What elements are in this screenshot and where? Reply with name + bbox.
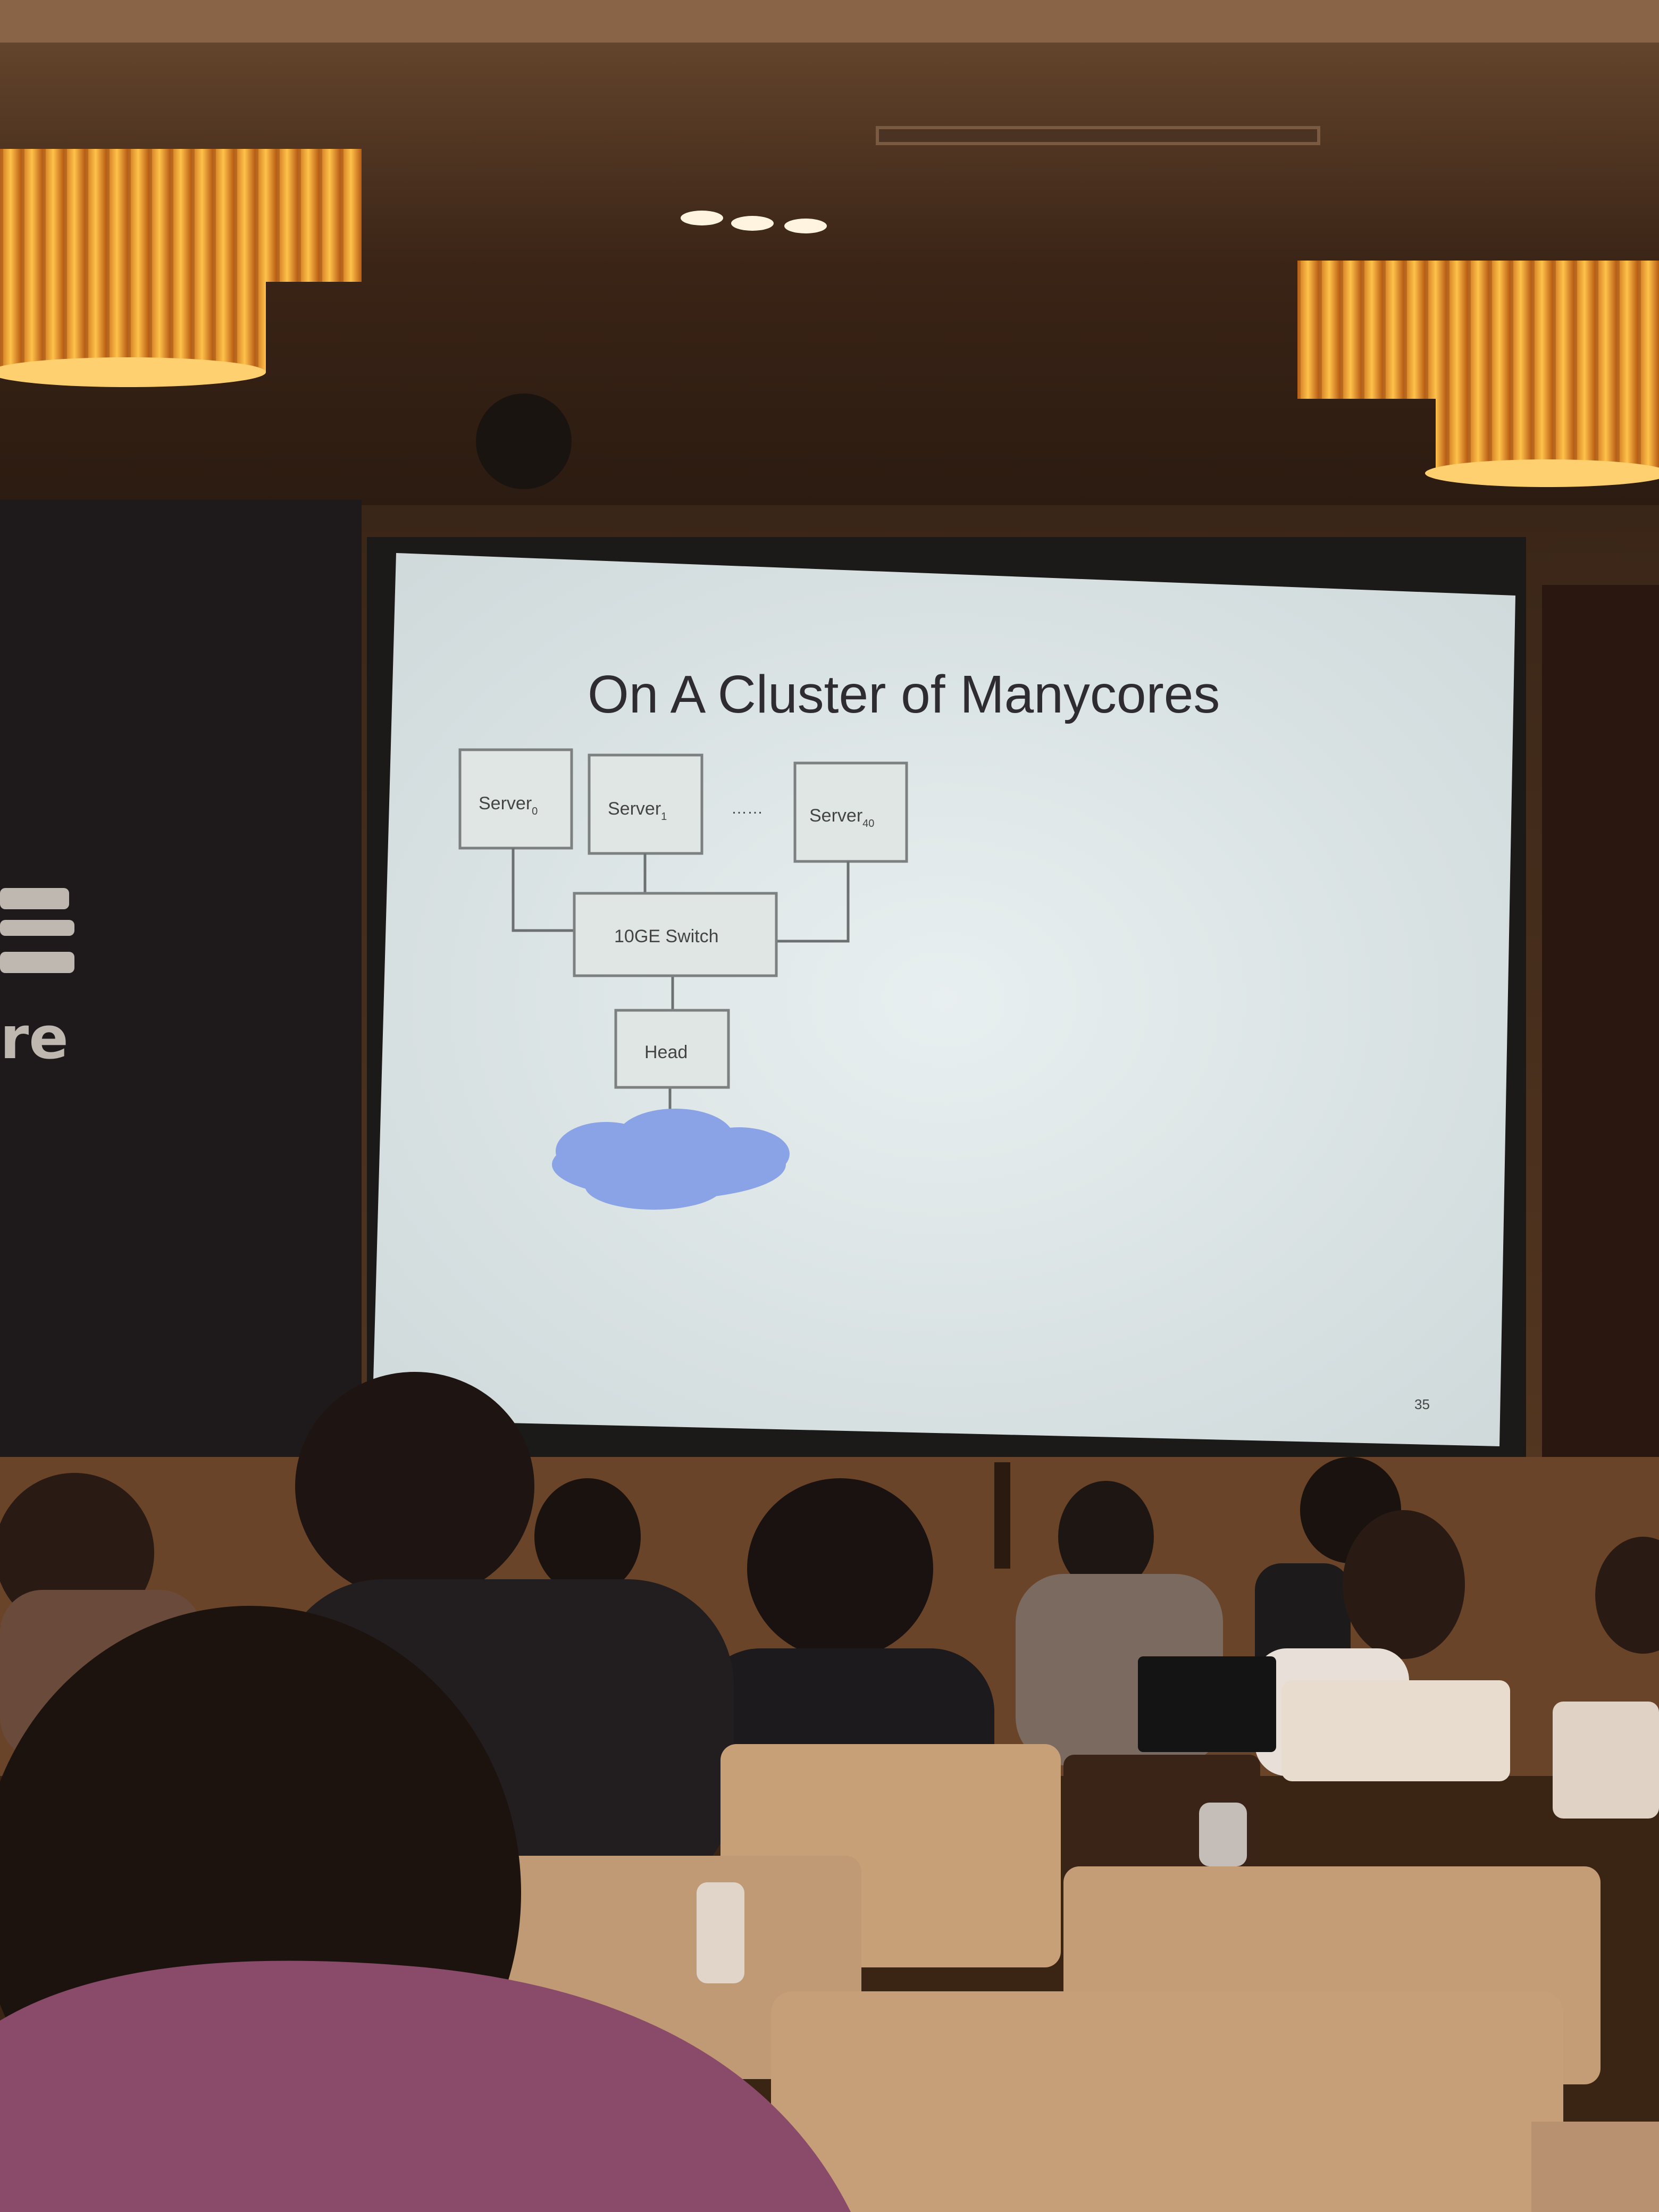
slide-page-number: 35 bbox=[1414, 1396, 1430, 1412]
server-0-subscript: 0 bbox=[532, 806, 538, 817]
head-box: Head bbox=[614, 1009, 730, 1089]
server-1-label: Server bbox=[608, 799, 661, 819]
head-label: Head bbox=[644, 1042, 688, 1062]
ceiling-beam bbox=[0, 0, 1659, 43]
slide: On A Cluster of Manycores Server0 Server… bbox=[458, 665, 1430, 1412]
server-ellipsis: …… bbox=[731, 800, 763, 817]
security-camera bbox=[476, 393, 572, 489]
banner-logo-icon bbox=[0, 888, 74, 973]
server-1-subscript: 1 bbox=[661, 811, 667, 823]
svg-text:Server40: Server40 bbox=[809, 806, 874, 830]
cloud-icon bbox=[552, 1109, 790, 1210]
server-box-40: Server40 bbox=[793, 761, 908, 863]
server-box-0: Server0 bbox=[458, 748, 573, 850]
pendant-lamp-right bbox=[1297, 261, 1659, 487]
pendant-lamp-left bbox=[0, 149, 362, 387]
svg-text:Server0: Server0 bbox=[479, 793, 538, 817]
server-40-label: Server bbox=[809, 806, 862, 826]
server-0-label: Server bbox=[479, 793, 532, 814]
water-bottles bbox=[697, 1803, 1247, 1983]
left-banner bbox=[0, 500, 362, 1510]
server-40-subscript: 40 bbox=[862, 818, 874, 830]
projector-stand bbox=[994, 1462, 1010, 1569]
banner-partial-text: re bbox=[0, 1004, 69, 1072]
slide-title: On A Cluster of Manycores bbox=[588, 665, 1220, 724]
svg-text:Server1: Server1 bbox=[608, 799, 667, 823]
ceiling-lights bbox=[681, 211, 827, 233]
ceiling-vent bbox=[876, 126, 1320, 145]
foreground-person bbox=[0, 1606, 851, 2212]
switch-label: 10GE Switch bbox=[614, 926, 719, 946]
switch-box: 10GE Switch bbox=[573, 892, 778, 977]
server-box-1: Server1 bbox=[588, 753, 703, 855]
